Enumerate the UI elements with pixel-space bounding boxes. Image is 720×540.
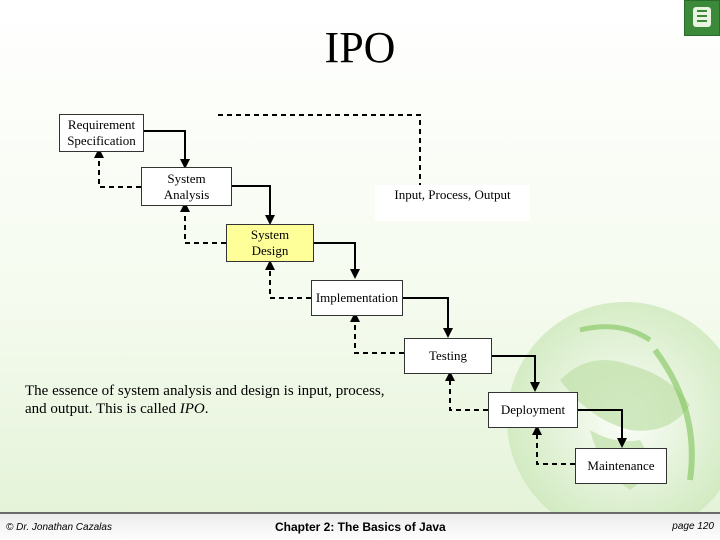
stage-deployment: Deployment <box>488 392 578 428</box>
arrow-design-to-impl <box>314 242 360 279</box>
stage-label: Design <box>251 243 289 258</box>
slide-title: IPO <box>324 23 396 72</box>
university-logo <box>684 0 720 36</box>
stage-label: Requirement <box>67 117 136 132</box>
stage-label: Maintenance <box>587 458 655 473</box>
feedback-design-to-analysis <box>180 202 226 244</box>
stage-label: Implementation <box>315 290 399 305</box>
feedback-testing-to-impl <box>350 312 404 354</box>
arrow-impl-to-testing <box>402 297 453 338</box>
feedback-maint-to-deploy <box>532 425 575 465</box>
stage-label: Testing <box>428 348 468 363</box>
ipo-bracket <box>218 114 421 210</box>
feedback-impl-to-design <box>265 260 311 299</box>
footer-page-number: page 120 <box>672 521 714 532</box>
arrow-testing-to-deploy <box>492 355 540 392</box>
feedback-analysis-to-req <box>94 148 141 188</box>
footer-bar: © Dr. Jonathan Cazalas Chapter 2: The Ba… <box>0 512 720 540</box>
stage-label: System <box>167 170 206 186</box>
arrow-deploy-to-maint <box>578 409 627 448</box>
stage-label: Specification <box>67 133 136 148</box>
arrow-analysis-to-design <box>232 185 275 225</box>
arrow-req-to-analysis <box>143 130 190 169</box>
essence-paragraph: The essence of system analysis and desig… <box>25 382 385 418</box>
seal-icon <box>693 7 711 27</box>
stage-label: System <box>250 227 290 242</box>
stage-maintenance: Maintenance <box>575 448 667 484</box>
essence-end: . <box>204 401 209 417</box>
feedback-deploy-to-testing <box>445 371 488 411</box>
essence-emphasis: IPO <box>179 401 205 417</box>
stage-testing: Testing <box>404 338 492 374</box>
ipo-label: Input, Process, Output <box>375 185 530 221</box>
stage-label: Analysis <box>163 186 210 202</box>
footer-author: © Dr. Jonathan Cazalas <box>6 522 112 533</box>
stage-label: Deployment <box>500 402 566 417</box>
essence-text: The essence of system analysis and desig… <box>25 383 385 417</box>
stage-implementation: Implementation <box>311 280 403 316</box>
footer-chapter: Chapter 2: The Basics of Java <box>275 520 446 534</box>
